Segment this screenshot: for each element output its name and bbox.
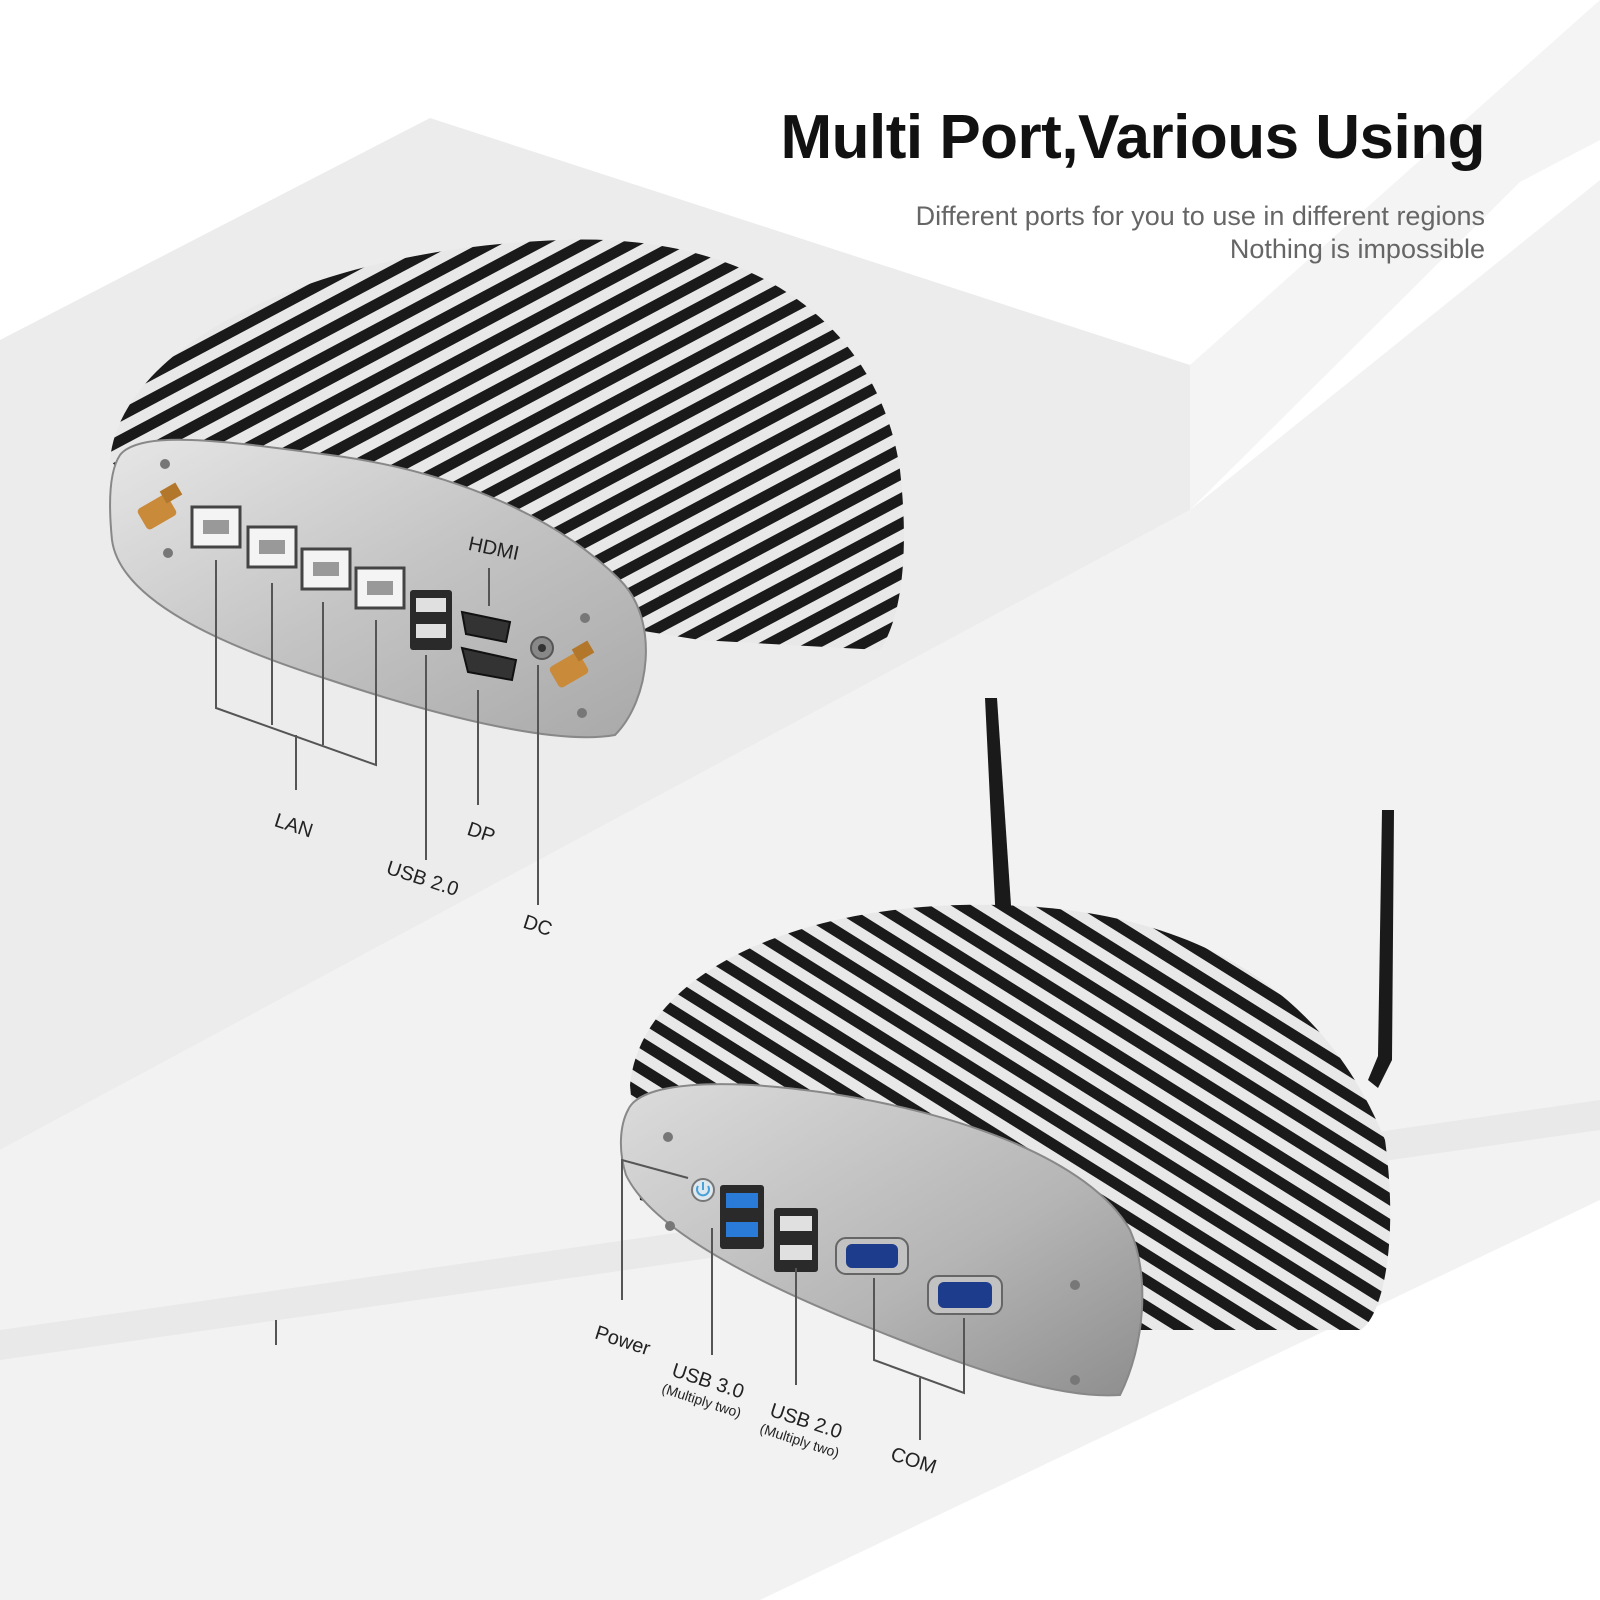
usb3-port-icon xyxy=(720,1185,764,1249)
power-button-icon xyxy=(691,1178,715,1202)
antenna-connector-icon xyxy=(549,640,595,688)
usb-port-icon xyxy=(410,590,452,650)
front-leader-lines xyxy=(275,1158,965,1440)
antenna-connector-icon xyxy=(137,482,183,530)
front-device xyxy=(619,698,1394,1397)
lan-port-icon xyxy=(190,505,242,549)
antenna-icon xyxy=(985,698,1012,924)
lan-port-icon xyxy=(354,566,406,610)
usb-port-icon xyxy=(774,1208,818,1272)
antenna-icon xyxy=(1368,810,1394,1088)
subtitle-line: Different ports for you to use in differ… xyxy=(915,201,1485,231)
dp-port-icon xyxy=(460,646,518,682)
dc-jack-icon xyxy=(530,636,554,660)
subtitle-line: Nothing is impossible xyxy=(1229,234,1485,264)
hdmi-port-icon xyxy=(460,610,512,644)
com-port-icon xyxy=(927,1275,1003,1315)
page-subtitle: Different ports for you to use in differ… xyxy=(916,200,1485,266)
page-title: Multi Port,Various Using xyxy=(780,103,1485,172)
com-port-icon xyxy=(835,1237,909,1275)
lan-port-icon xyxy=(246,525,298,569)
lan-port-icon xyxy=(300,547,352,591)
rear-device xyxy=(109,239,904,739)
rear-leader-lines xyxy=(215,560,539,905)
